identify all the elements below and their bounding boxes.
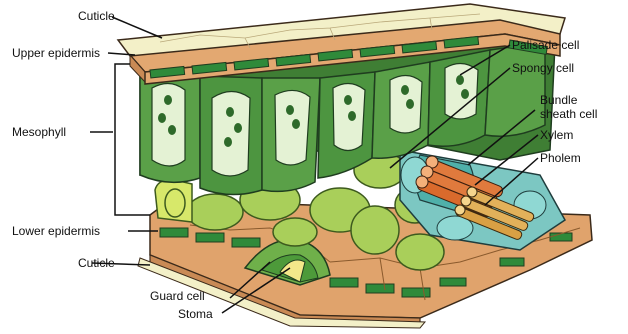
label-palisade-cell: Palisade cell bbox=[512, 38, 579, 52]
label-bundle-sheath-line2: sheath cell bbox=[540, 107, 597, 121]
label-stoma: Stoma bbox=[178, 307, 213, 321]
label-guard-cell: Guard cell bbox=[150, 289, 205, 303]
label-xylem: Xylem bbox=[540, 128, 573, 142]
label-cuticle-top: Cuticle bbox=[78, 9, 115, 23]
label-phloem: Pholem bbox=[540, 151, 581, 165]
left-edge-cell bbox=[155, 180, 192, 222]
label-bundle-sheath-line1: Bundle bbox=[540, 93, 578, 107]
label-mesophyll: Mesophyll bbox=[12, 125, 66, 139]
label-lower-epidermis: Lower epidermis bbox=[12, 224, 100, 238]
label-upper-epidermis: Upper epidermis bbox=[12, 46, 100, 60]
label-cuticle-bottom: Cuticle bbox=[78, 256, 115, 270]
label-spongy-cell: Spongy cell bbox=[512, 61, 574, 75]
